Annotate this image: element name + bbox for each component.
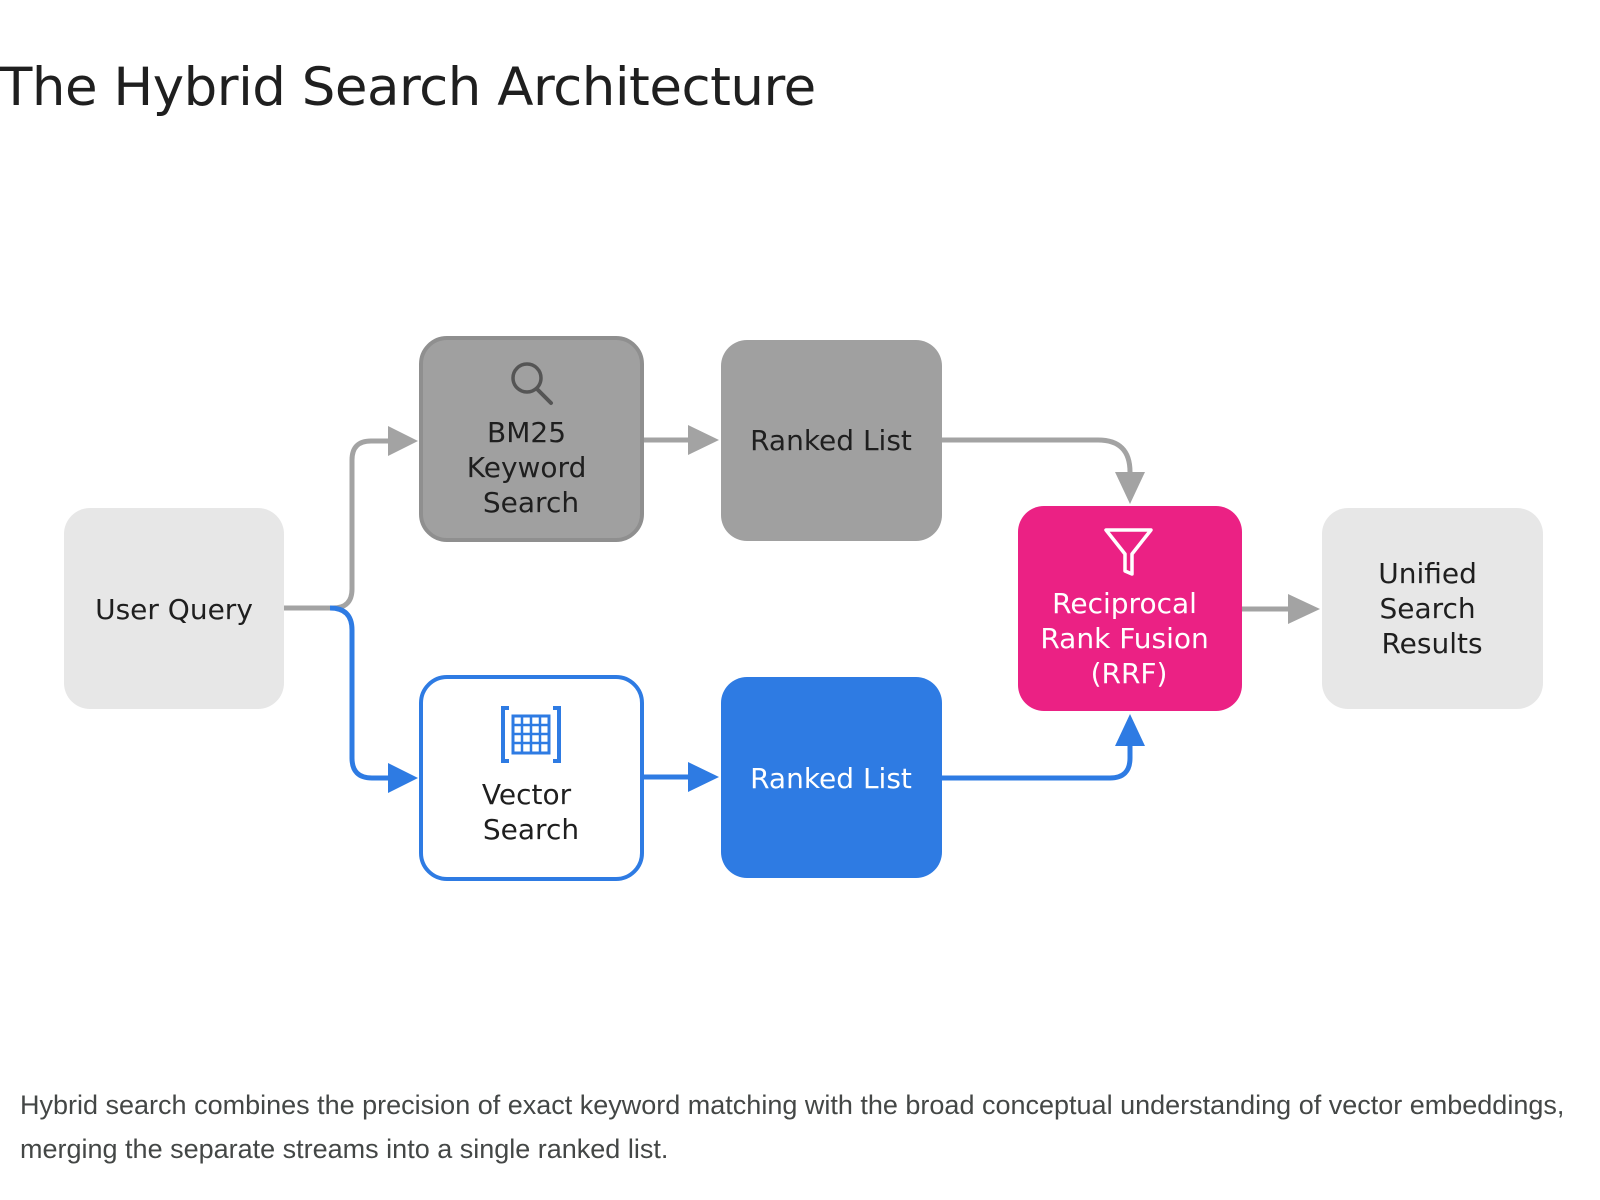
node-vector-search-box	[419, 675, 644, 881]
arrowhead-to-ranked-keyword	[688, 425, 719, 455]
node-ranked-list-vector: Ranked List	[721, 677, 942, 878]
node-bm25-line-3: Search	[483, 486, 579, 519]
node-results-line-1: Unified	[1378, 557, 1477, 590]
node-user-query: User Query	[64, 508, 284, 709]
arrowhead-to-rrf-bottom	[1115, 714, 1145, 746]
arrowhead-to-ranked-vector	[688, 762, 719, 792]
node-ranked-list-vector-label: Ranked List	[750, 762, 912, 795]
node-bm25-box	[419, 336, 644, 542]
figure-caption: Hybrid search combines the precision of …	[20, 1090, 1565, 1164]
node-results-line-3: Results	[1381, 627, 1482, 660]
node-user-query-line: User Query	[95, 593, 253, 626]
node-bm25-keyword-search: BM25 Keyword Search	[419, 336, 644, 542]
node-vector-search-line-2: Search	[483, 813, 579, 846]
node-ranked-list-keyword: Ranked List	[721, 340, 942, 541]
node-rrf-line-1: Reciprocal	[1052, 587, 1197, 620]
node-ranked-list-keyword-line: Ranked List	[750, 424, 912, 457]
node-unified-search-results: Unified Search Results	[1322, 508, 1543, 709]
connector-query-to-bm25	[284, 438, 389, 611]
node-vector-search-label: Vector Search	[482, 778, 580, 846]
arrowhead-to-bm25	[388, 426, 418, 456]
connector-query-to-vector	[329, 605, 389, 781]
node-vector-search: Vector Search	[419, 675, 644, 881]
node-ranked-list-keyword-box	[721, 340, 942, 541]
arrowhead-to-results	[1288, 594, 1320, 624]
node-rrf-label: Reciprocal Rank Fusion (RRF)	[1040, 587, 1217, 690]
node-vector-search-line-1: Vector	[482, 778, 572, 811]
node-rrf-line-3: (RRF)	[1091, 657, 1168, 690]
node-bm25-line-2: Keyword	[467, 451, 587, 484]
node-user-query-label: User Query	[95, 593, 253, 626]
node-bm25-line-1: BM25	[487, 416, 566, 449]
node-ranked-list-vector-line: Ranked List	[750, 762, 912, 795]
connectors	[284, 425, 1320, 793]
node-bm25-label: BM25 Keyword Search	[467, 416, 596, 519]
node-results-line-2: Search	[1379, 592, 1475, 625]
search-icon	[511, 362, 553, 405]
arrowhead-to-rrf-top	[1115, 472, 1145, 504]
connector-ranked-vector-to-rrf	[942, 744, 1133, 781]
node-ranked-list-keyword-label: Ranked List	[750, 424, 912, 457]
node-results-label: Unified Search Results	[1378, 557, 1486, 660]
node-results-box	[1322, 508, 1543, 709]
vector-grid-icon	[501, 706, 561, 763]
node-user-query-box	[64, 508, 284, 709]
node-rrf-line-2: Rank Fusion	[1040, 622, 1208, 655]
filter-funnel-icon	[1104, 528, 1153, 576]
connector-ranked-keyword-to-rrf	[942, 437, 1133, 475]
node-rrf-box	[1018, 506, 1242, 711]
node-rrf: Reciprocal Rank Fusion (RRF)	[1018, 506, 1242, 711]
node-ranked-list-vector-box	[721, 677, 942, 878]
arrowhead-to-vector	[388, 763, 418, 793]
page-title: The Hybrid Search Architecture	[0, 57, 816, 118]
